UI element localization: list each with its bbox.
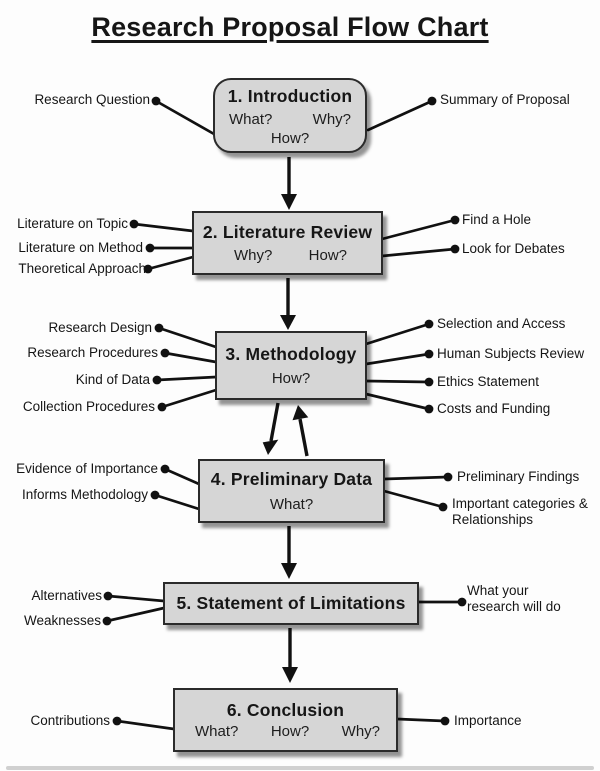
box-introduction: 1. Introduction What? Why? How?: [213, 78, 367, 153]
connector-lines: [105, 99, 464, 731]
page-title: Research Proposal Flow Chart: [91, 12, 489, 42]
question-what: What?: [195, 723, 239, 741]
question-why: Why?: [341, 723, 380, 741]
flow-arrows: [262, 157, 309, 683]
label-literature-on-topic: Literature on Topic: [17, 216, 128, 231]
label-important-categories: Important categories & Relationships: [452, 496, 588, 527]
box-heading: 3. Methodology: [225, 343, 357, 364]
arrow-4-to-3: [298, 418, 309, 457]
label-ethics-statement: Ethics Statement: [437, 374, 540, 389]
box-conclusion: 6. Conclusion What? How? Why?: [173, 688, 398, 752]
label-alternatives: Alternatives: [31, 588, 102, 603]
box-literature-review: 2. Literature Review Why? How?: [192, 211, 383, 275]
label-theoretical-approach: Theoretical Approach: [18, 261, 146, 276]
label-importance: Importance: [454, 713, 522, 728]
question-what: What?: [269, 495, 314, 513]
arrowhead-down-icon: [280, 315, 296, 330]
question-why: Why?: [312, 110, 351, 128]
scan-artifact-strip: [6, 766, 594, 770]
connector-dots: [102, 96, 467, 726]
arrowhead-up-icon: [292, 405, 309, 421]
label-weaknesses: Weaknesses: [23, 613, 101, 628]
label-kind-of-data: Kind of Data: [75, 372, 150, 387]
arrowhead-down-icon: [281, 194, 297, 210]
label-preliminary-findings: Preliminary Findings: [457, 469, 580, 484]
arrow-3-to-4: [269, 402, 280, 442]
arrowhead-down-icon: [262, 439, 279, 455]
question-what: What?: [229, 110, 273, 128]
box-heading: 1. Introduction: [227, 86, 353, 107]
label-research-procedures: Research Procedures: [27, 345, 158, 360]
arrowhead-down-icon: [281, 563, 297, 579]
label-selection-and-access: Selection and Access: [437, 316, 566, 331]
arrowhead-down-icon: [282, 667, 298, 683]
label-contributions: Contributions: [30, 713, 110, 728]
box-heading: 4. Preliminary Data: [210, 469, 373, 490]
label-find-a-hole: Find a Hole: [462, 212, 532, 227]
question-why: Why?: [234, 246, 273, 264]
label-human-subjects-review: Human Subjects Review: [437, 346, 585, 361]
question-how: How?: [270, 723, 310, 741]
box-heading: 5. Statement of Limitations: [176, 593, 406, 614]
label-evidence-of-importance: Evidence of Importance: [16, 461, 158, 476]
box-preliminary-data: 4. Preliminary Data What?: [198, 459, 385, 523]
label-research-question: Research Question: [34, 92, 150, 107]
label-collection-procedures: Collection Procedures: [22, 399, 155, 414]
label-what-your-research-will-do: What your research will do: [467, 583, 561, 614]
box-methodology: 3. Methodology How?: [215, 331, 367, 400]
question-how: How?: [271, 370, 311, 388]
label-literature-on-method: Literature on Method: [18, 240, 143, 255]
box-heading: 6. Conclusion: [226, 699, 345, 720]
label-costs-and-funding: Costs and Funding: [437, 401, 551, 416]
question-how: How?: [308, 246, 347, 264]
box-heading: 2. Literature Review: [202, 222, 373, 243]
label-summary-of-proposal: Summary of Proposal: [440, 92, 570, 107]
box-statement-of-limitations: 5. Statement of Limitations: [163, 582, 419, 625]
question-how: How?: [270, 129, 310, 147]
label-informs-methodology: Informs Methodology: [21, 487, 148, 502]
label-research-design: Research Design: [48, 320, 152, 335]
label-look-for-debates: Look for Debates: [462, 241, 565, 256]
